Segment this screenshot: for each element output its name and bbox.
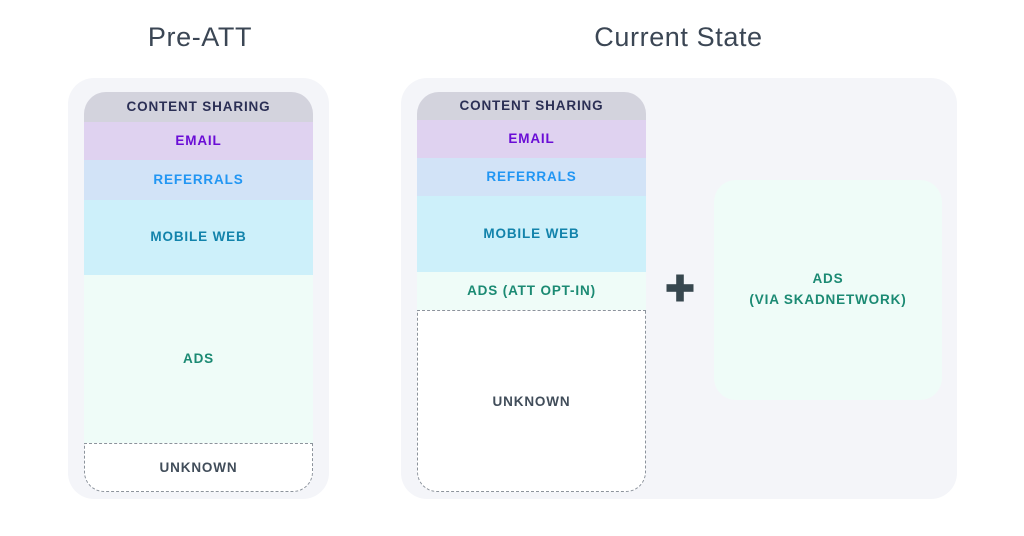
funnel-band: MOBILE WEB <box>417 196 646 272</box>
funnel-band: EMAIL <box>417 120 646 158</box>
column-title-current-state: Current State <box>594 22 763 52</box>
funnel-band: REFERRALS <box>417 158 646 196</box>
plus-icon <box>661 269 699 307</box>
unknown-box-current-state: UNKNOWN <box>417 310 646 492</box>
funnel-band: REFERRALS <box>84 160 313 200</box>
funnel-band: CONTENT SHARING <box>84 92 313 122</box>
column-title-pre-att: Pre-ATT <box>147 22 253 52</box>
funnel-band: ADS <box>84 275 313 443</box>
unknown-box-pre-att: UNKNOWN <box>84 443 313 492</box>
funnel-band: MOBILE WEB <box>84 200 313 275</box>
funnel-band: EMAIL <box>84 122 313 160</box>
funnel-band: CONTENT SHARING <box>417 92 646 120</box>
skadnetwork-ads-card: ADS (VIA SKADNETWORK) <box>714 180 942 400</box>
funnel-band: ADS (ATT OPT-IN) <box>417 272 646 310</box>
